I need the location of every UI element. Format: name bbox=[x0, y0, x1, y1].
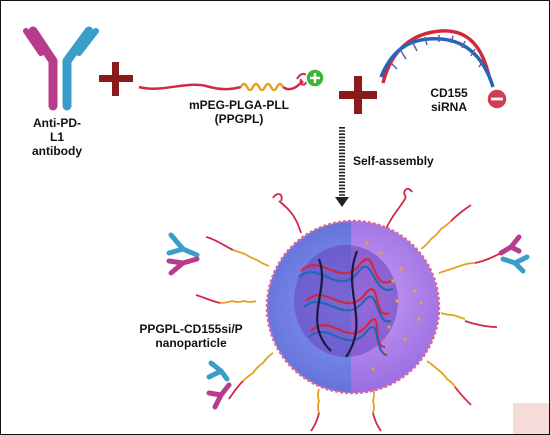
plus-icon bbox=[99, 62, 133, 96]
corner-patch bbox=[513, 403, 549, 434]
encapsulated-sirna bbox=[298, 250, 394, 358]
polymer-chain-icon bbox=[138, 73, 309, 92]
antibody-icon bbox=[166, 232, 200, 276]
positive-charge-icon bbox=[305, 68, 325, 88]
antibody-icon bbox=[498, 234, 530, 274]
sirna-strand-icon bbox=[379, 29, 495, 88]
negative-charge-icon bbox=[486, 88, 508, 110]
dashed-down-arrow-icon bbox=[335, 127, 349, 207]
antibody-icon bbox=[206, 360, 232, 410]
antibody-label: Anti-PD- L1 antibody bbox=[32, 116, 82, 158]
process-label: Self-assembly bbox=[353, 154, 434, 168]
sirna-label: CD155 siRNA bbox=[430, 86, 468, 114]
nanoparticle-sphere bbox=[265, 219, 441, 395]
nanoparticle-label: PPGPL-CD155si/P nanoparticle bbox=[139, 322, 243, 350]
plus-icon bbox=[339, 76, 377, 114]
corona-chains bbox=[195, 188, 502, 432]
antibody-icon bbox=[23, 26, 99, 111]
polymer-label: mPEG-PLGA-PLL (PPGPL) bbox=[188, 98, 289, 126]
